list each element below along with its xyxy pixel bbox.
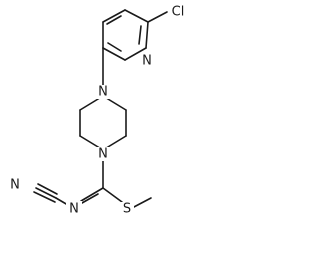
structure-canvas: Cl N N N N N S [7, 4, 188, 217]
chlorine-label: Cl [172, 5, 185, 20]
sulfur-label: S [123, 202, 131, 217]
piperazine-nitrogen-top-atom: N [96, 85, 110, 100]
pyridine-double-bond-1 [106, 15, 122, 25]
sulfur-methyl-bond [131, 197, 152, 209]
piperazine-nitrogen-bottom-label: N [98, 147, 108, 162]
pyridine-bond-1 [124, 9, 149, 23]
chemical-structure: Cl N N N N N S [7, 4, 188, 217]
pyridine-bond-2 [102, 9, 126, 23]
carbon-imine-double-bond-a [80, 187, 104, 202]
cyano-triple-bond-b [37, 183, 58, 195]
carbon-sulfur-bond [102, 187, 123, 203]
cyano-triple-bond-c [33, 191, 56, 203]
cyano-nitrogen-atom: N [7, 178, 23, 193]
pyridine-bond-6 [145, 21, 149, 49]
pyridine-double-bond-2 [107, 42, 122, 52]
chlorine-atom: Cl [170, 4, 188, 20]
cyano-triple-bond-a [35, 187, 57, 199]
piperazine-nitrogen-top-label: N [98, 85, 108, 100]
pyridine-bond-4 [102, 47, 126, 61]
pyridine-bond-5 [124, 47, 147, 61]
imine-nitrogen-label: N [69, 202, 79, 217]
cyano-nitrogen-label: N [10, 178, 20, 193]
pyridine-nitrogen-label: N [142, 54, 152, 69]
sulfur-atom: S [120, 202, 134, 217]
imine-nitrogen-atom: N [66, 201, 82, 217]
carbon-imine-double-bond-b [81, 193, 99, 204]
chlorine-bond [147, 11, 168, 23]
piperazine-nitrogen-bottom-atom: N [96, 147, 110, 162]
pyridine-nitrogen-atom: N [140, 54, 154, 69]
pyridine-double-bond-3 [138, 25, 142, 45]
